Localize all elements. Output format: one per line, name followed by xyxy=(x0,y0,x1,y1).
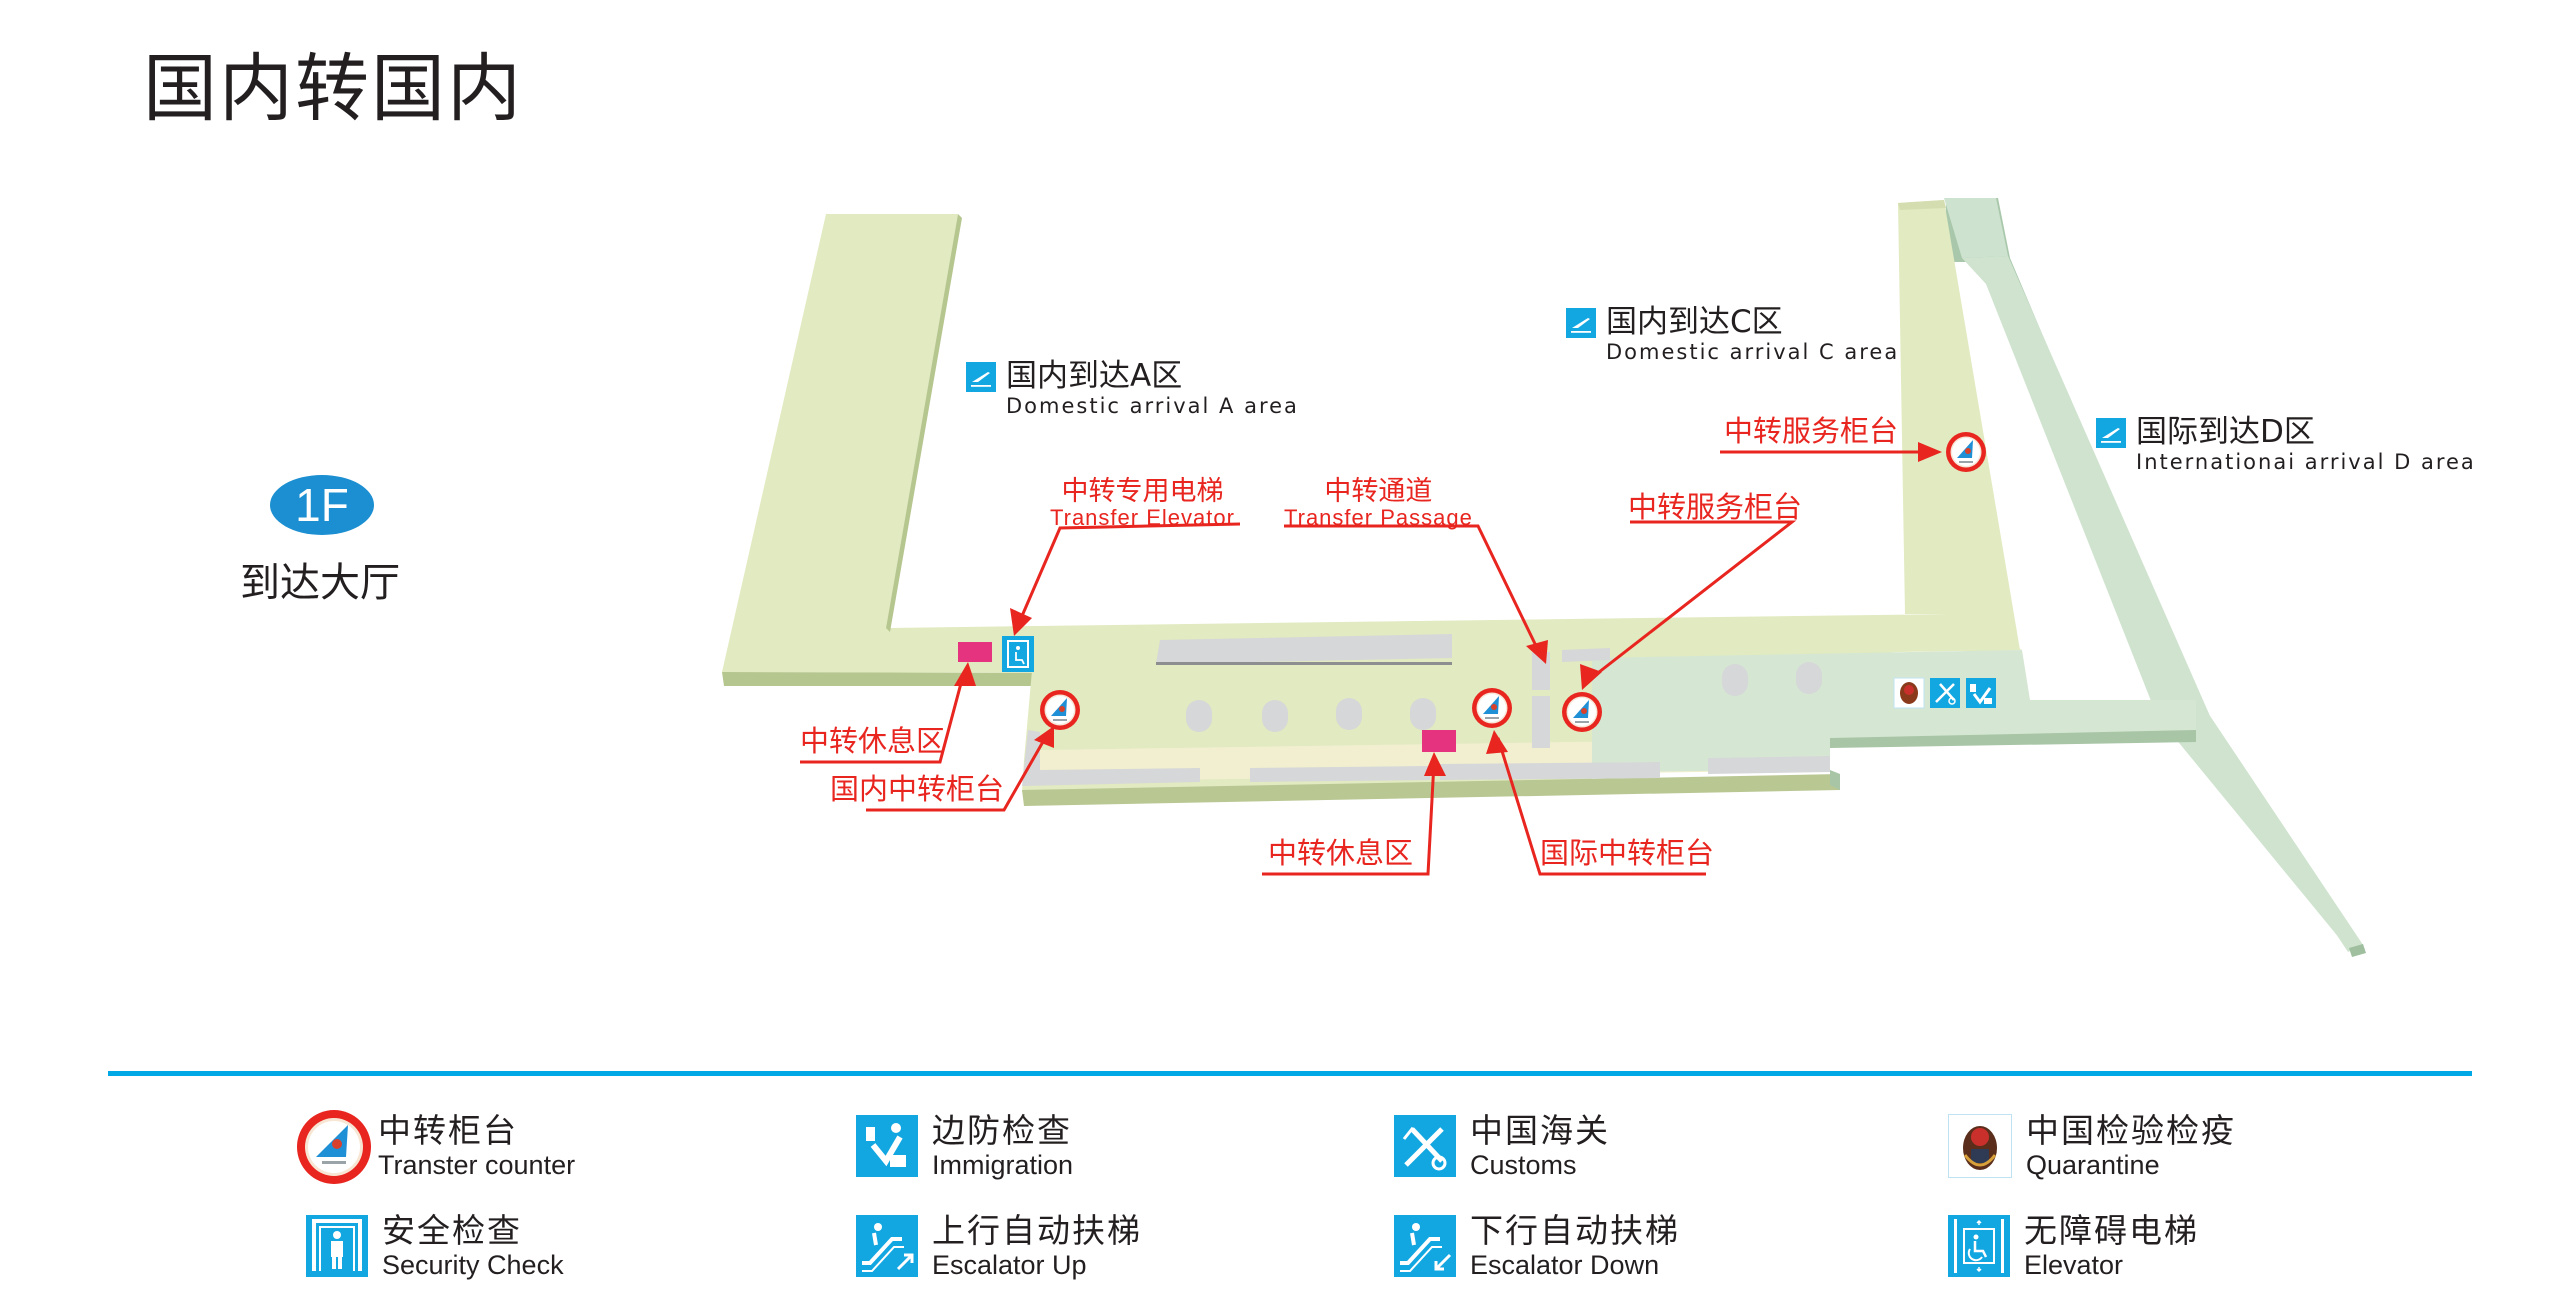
wing-c-domestic xyxy=(1898,200,2020,652)
legend-en: Immigration xyxy=(932,1150,1074,1180)
callout-cn: 中转通道 xyxy=(1324,476,1433,507)
legend-item-quarantine: 中国检验检疫 Quarantine xyxy=(1948,1112,2236,1180)
legend-cn: 中国检验检疫 xyxy=(2026,1111,2236,1150)
callout-en: Transfer Passage xyxy=(1284,505,1473,531)
international-transfer-counter[interactable] xyxy=(1472,688,1512,728)
area-a-title: 国内到达A区 xyxy=(1006,358,1183,394)
legend-en: Security Check xyxy=(382,1250,564,1280)
callout-transfer-passage: 中转通道 Transfer Passage xyxy=(1284,476,1473,531)
legend-cn: 中转柜台 xyxy=(378,1111,518,1150)
callout-cn: 中转专用电梯 xyxy=(1061,476,1224,507)
pillars xyxy=(1186,662,1822,732)
area-label-c: 国内到达C区 Domestic arrival C area xyxy=(1566,304,1899,364)
arrival-plane-icon xyxy=(2096,418,2126,448)
immigration-icon xyxy=(856,1115,918,1177)
callout-arrowheads xyxy=(954,442,1942,776)
callout-transfer-elevator: 中转专用电梯 Transfer Elevator xyxy=(1050,476,1235,531)
transfer-counter-icon xyxy=(297,1110,371,1184)
hall-fixtures xyxy=(1022,634,1830,786)
legend-cn: 上行自动扶梯 xyxy=(932,1211,1142,1250)
transfer-service-counter-c[interactable] xyxy=(1946,432,1986,472)
area-label-a: 国内到达A区 Domestic arrival A area xyxy=(966,358,1299,418)
legend-item-escalator-up: 上行自动扶梯 Escalator Up xyxy=(856,1212,1142,1280)
wing-d-international xyxy=(1944,198,2366,957)
callout-lounge-center: 中转休息区 xyxy=(1268,836,1414,870)
legend-item-security-check: 安全检查 Security Check xyxy=(306,1212,564,1280)
legend-cn: 无障碍电梯 xyxy=(2024,1211,2199,1250)
immigration-icon xyxy=(1966,678,1996,708)
escalator-up-icon xyxy=(856,1215,918,1277)
elevator-icon xyxy=(1948,1215,2010,1277)
legend-item-customs: 中国海关 Customs xyxy=(1394,1112,1610,1180)
area-a-subtitle: Domestic arrival A area xyxy=(1006,394,1299,418)
area-d-subtitle: Internationai arrival D area xyxy=(2136,450,2476,474)
callout-lines xyxy=(800,450,1928,876)
security-check-icon xyxy=(306,1215,368,1277)
transfer-lounge-marker[interactable] xyxy=(958,642,992,662)
customs-icon xyxy=(1394,1115,1456,1177)
callout-international-counter: 国际中转柜台 xyxy=(1540,836,1715,870)
escalator-down-icon xyxy=(1394,1215,1456,1277)
legend-cn: 中国海关 xyxy=(1470,1111,1610,1150)
legend-en: Quarantine xyxy=(2026,1150,2160,1180)
arrival-plane-icon xyxy=(1566,308,1596,338)
transfer-lounge-marker[interactable] xyxy=(1422,730,1456,752)
floor-name: 到达大厅 xyxy=(240,560,400,606)
area-d-title: 国际到达D区 xyxy=(2136,414,2315,450)
callout-en: Transfer Elevator xyxy=(1050,505,1235,531)
legend-en: Escalator Down xyxy=(1470,1250,1660,1280)
page-title: 国内转国内 xyxy=(143,46,523,132)
domestic-transfer-counter[interactable] xyxy=(1040,690,1080,730)
area-c-title: 国内到达C区 xyxy=(1606,304,1783,340)
callout-service-counter-center: 中转服务柜台 xyxy=(1628,490,1803,524)
legend-en: Escalator Up xyxy=(932,1250,1087,1280)
legend-item-immigration: 边防检查 Immigration xyxy=(856,1112,1073,1180)
transfer-service-counter-center[interactable] xyxy=(1562,692,1602,732)
legend-en: Transter counter xyxy=(378,1150,576,1180)
arrival-plane-icon xyxy=(966,362,996,392)
legend-item-transfer-counter: 中转柜台 Transter counter xyxy=(297,1110,576,1184)
area-label-d: 国际到达D区 Internationai arrival D area xyxy=(2096,414,2476,474)
customs-icon xyxy=(1930,678,1960,708)
legend-en: Elevator xyxy=(2024,1250,2124,1280)
legend-item-elevator: 无障碍电梯 Elevator xyxy=(1948,1212,2199,1280)
area-c-subtitle: Domestic arrival C area xyxy=(1606,340,1900,364)
legend-cn: 下行自动扶梯 xyxy=(1470,1211,1680,1250)
wing-a-domestic xyxy=(722,214,1036,686)
legend-cn: 边防检查 xyxy=(932,1111,1072,1150)
terminal-map xyxy=(722,198,2366,957)
callout-lounge-left: 中转休息区 xyxy=(800,724,946,758)
callout-service-counter-c: 中转服务柜台 xyxy=(1724,414,1899,448)
legend-cn: 安全检查 xyxy=(382,1211,522,1250)
legend-item-escalator-down: 下行自动扶梯 Escalator Down xyxy=(1394,1212,1680,1280)
quarantine-icon xyxy=(1948,1114,2012,1178)
callout-domestic-counter: 国内中转柜台 xyxy=(830,772,1005,806)
floor-badge: 1F xyxy=(270,475,374,535)
legend-divider xyxy=(108,1071,2472,1076)
legend-en: Customs xyxy=(1470,1150,1577,1180)
transfer-elevator-marker[interactable] xyxy=(1002,636,1034,672)
quarantine-icon xyxy=(1893,677,1925,709)
